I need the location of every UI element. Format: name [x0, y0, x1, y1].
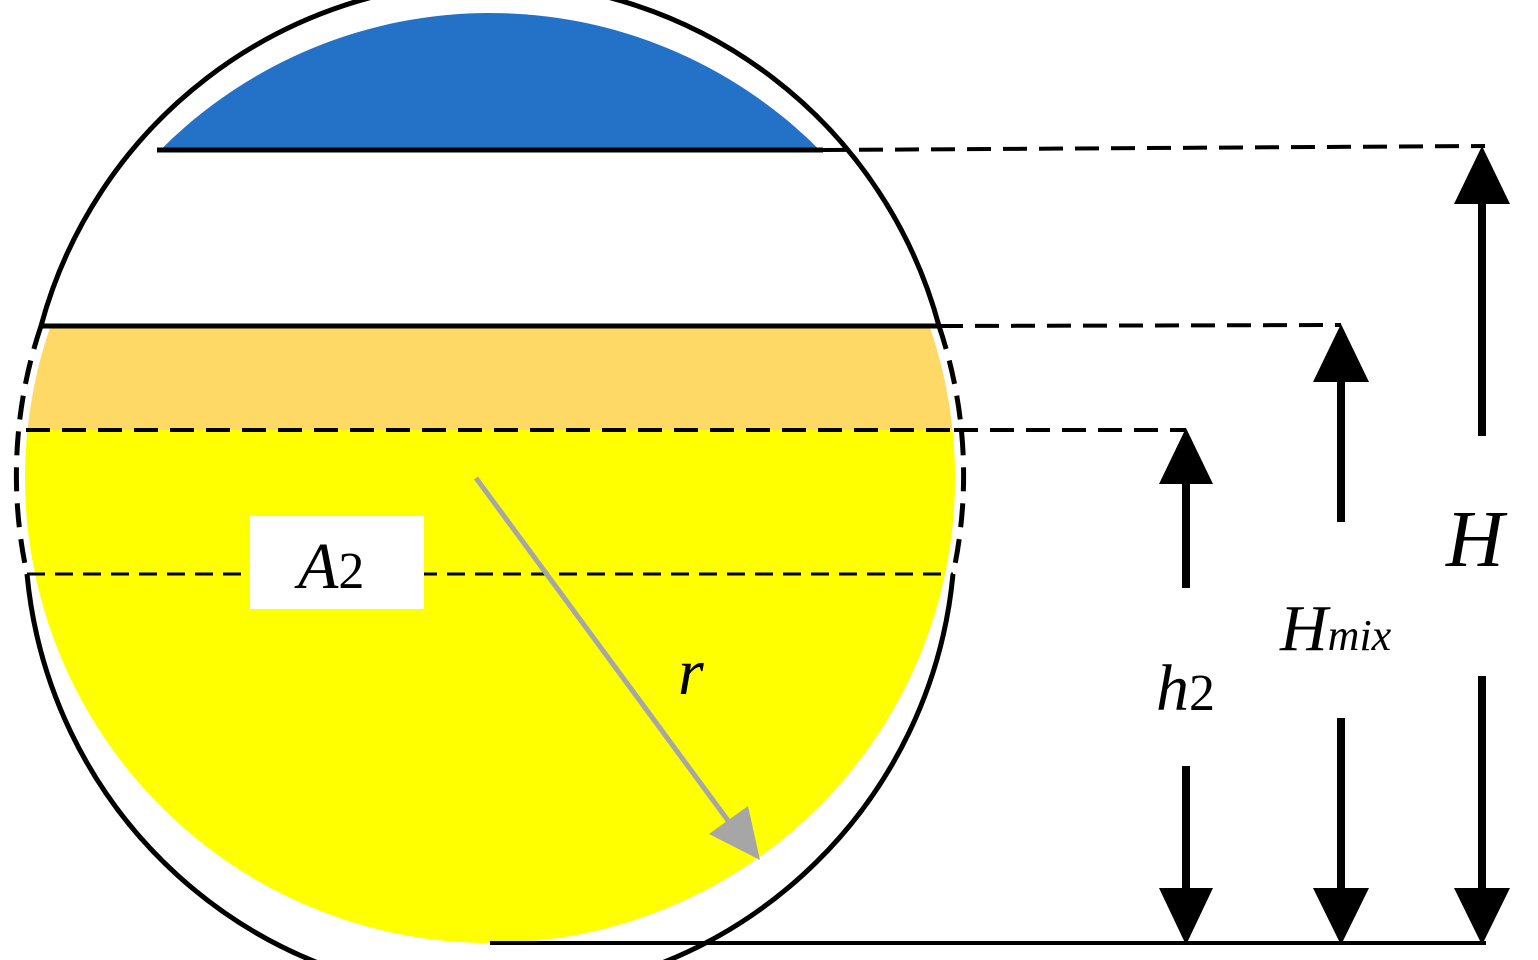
extension-line-H: [822, 144, 1486, 152]
hmix-label: Hmix: [1279, 592, 1392, 665]
h-dimension: [1454, 146, 1510, 945]
layer-fills: [25, 13, 955, 943]
area-label-box: [250, 516, 424, 609]
hmix-dimension: [1313, 324, 1369, 945]
extension-line-Hmix: [938, 323, 1342, 328]
area-label: A2: [294, 530, 364, 603]
hmix-arrow-up-head: [1313, 324, 1369, 382]
total-height-label: H: [1445, 496, 1508, 584]
vessel-outline-left-dashed: [13, 325, 44, 575]
vessel-outline-right-dashed: [936, 325, 967, 575]
h2-label: h2: [1156, 652, 1215, 725]
h-arrow-down-head: [1454, 888, 1510, 945]
vessel-outline-top: [38, 0, 942, 327]
radius-arrow-line: [473, 476, 735, 828]
radius-arrow-head: [709, 806, 760, 860]
h-arrow-up-head: [1454, 146, 1510, 204]
vessel-outline-bottom: [24, 573, 956, 960]
h2-dimension: [1159, 428, 1213, 945]
radius-label: r: [678, 636, 704, 709]
h2-arrow-down-head: [1159, 888, 1213, 945]
h2-arrow-up-head: [1159, 428, 1213, 484]
middle-layer-fill: [25, 326, 955, 430]
hmix-arrow-down-head: [1313, 888, 1369, 945]
